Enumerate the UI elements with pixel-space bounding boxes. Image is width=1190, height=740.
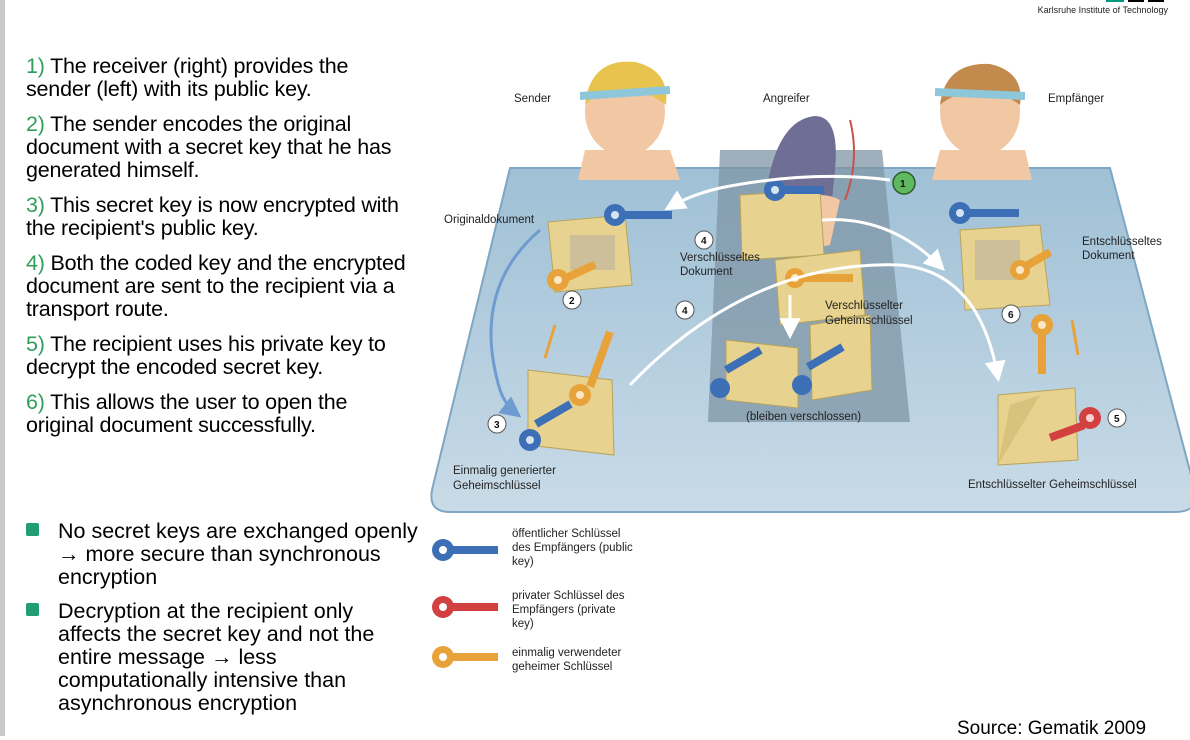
bullet-list: No secret keys are exchanged openly → mo… <box>26 520 418 726</box>
bullet-square-icon <box>26 603 39 616</box>
legend-private-key-line-1: privater Schlüssel des <box>512 590 625 602</box>
encrypt-path-arrow <box>489 228 541 418</box>
private-key-receiver-icon <box>1048 407 1101 442</box>
kit-logo: Karlsruhe Institute of Technology <box>1028 0 1168 18</box>
step-badge-4a-text: 4 <box>701 236 707 247</box>
bullet-square-icon <box>26 523 39 536</box>
step-badge-5: 5 <box>1107 408 1127 428</box>
legend-secret-key-line-1: einmalig verwendeter <box>512 647 621 659</box>
actor-receiver-label: Empfänger <box>1048 93 1104 105</box>
step-text: This secret key is now encrypted with th… <box>26 193 399 240</box>
step-badge-5-text: 5 <box>1114 414 1120 425</box>
kit-logo-mark <box>1106 0 1164 2</box>
legend-secret-key-line-2: geheimer Schlüssel <box>512 661 612 673</box>
source-citation: Source: Gematik 2009 <box>957 718 1147 739</box>
label-encrypted-key-2: Geheimschlüssel <box>825 315 913 327</box>
legend-private-key: privater Schlüssel des Empfängers (priva… <box>432 590 625 630</box>
bullet-text: Decryption at the recipient only affects… <box>58 599 375 715</box>
step-badge-4b-text: 4 <box>682 306 688 317</box>
step-item: 2) The sender encodes the original docum… <box>26 113 416 182</box>
step-badge-2: 2 <box>562 290 582 310</box>
transported-public-key-icons <box>710 343 845 398</box>
label-decrypted-document-1: Entschlüsseltes <box>1082 236 1162 248</box>
decrypted-document-folder <box>959 224 1051 311</box>
label-encrypted-key-1: Verschlüsselter <box>825 300 903 312</box>
actor-attacker-label: Angreifer <box>763 93 810 105</box>
label-remain-locked: (bleiben verschlossen) <box>746 411 861 423</box>
step-badge-4a: 4 <box>694 230 714 250</box>
step-badge-3: 3 <box>487 414 507 434</box>
step-list: 1) The receiver (right) provides the sen… <box>26 55 416 449</box>
step-badge-2-text: 2 <box>569 296 575 307</box>
legend-public-key-line-3: key) <box>512 556 534 568</box>
label-decrypted-secret-key: Entschlüsselter Geheimschlüssel <box>968 479 1137 491</box>
encryption-diagram: Sender Angreifer Empfänger <box>430 61 1190 673</box>
public-key-attacker-icon <box>764 179 824 201</box>
step-text: The receiver (right) provides the sender… <box>26 54 349 101</box>
blue-key-icon <box>432 539 498 561</box>
legend-private-key-line-2: Empfängers (private <box>512 604 616 616</box>
receiver-secret-key-icon <box>1031 314 1053 374</box>
send-key-arrow <box>628 263 1006 387</box>
label-encrypted-document-1: Verschlüsseltes <box>680 252 760 264</box>
label-original-document: Originaldokument <box>444 214 535 226</box>
bullet-item: Decryption at the recipient only affects… <box>26 600 418 715</box>
step-number: 4) <box>26 251 45 275</box>
step-badge-3-text: 3 <box>494 420 500 431</box>
step-badge-1-text: 1 <box>900 179 906 190</box>
decrypted-secret-key-icon <box>1010 248 1053 280</box>
step-text: This allows the user to open the origina… <box>26 390 348 437</box>
label-onetime-key-1: Einmalig generierter <box>453 465 556 477</box>
step-number: 5) <box>26 332 45 356</box>
step-badge-1: 1 <box>892 171 916 195</box>
step-item: 5) The recipient uses his private key to… <box>26 333 416 379</box>
secret-key-original-icon <box>547 260 597 291</box>
step-text: The sender encodes the original document… <box>26 112 392 182</box>
step-number: 2) <box>26 112 45 136</box>
bullet-text: No secret keys are exchanged openly → mo… <box>58 519 418 589</box>
orange-key-icon <box>432 646 498 668</box>
legend-private-key-line-3: key) <box>512 618 534 630</box>
step-text: The recipient uses his private key to de… <box>26 332 386 379</box>
step-item: 4) Both the coded key and the encrypted … <box>26 252 416 321</box>
receiver-locked-folder <box>997 387 1079 466</box>
public-key-receiver-icon <box>949 202 1019 224</box>
legend-public-key: öffentlicher Schlüssel des Empfängers (p… <box>432 528 633 568</box>
secret-key-generated-icon <box>569 330 614 406</box>
step-item: 1) The receiver (right) provides the sen… <box>26 55 416 101</box>
step-item: 6) This allows the user to open the orig… <box>26 391 416 437</box>
actor-sender-label: Sender <box>514 93 551 105</box>
sender-figure <box>578 61 680 180</box>
public-key-sender-icon <box>604 204 672 226</box>
receiver-figure <box>932 63 1032 180</box>
step-number: 1) <box>26 54 45 78</box>
generate-key-arrow <box>543 324 557 359</box>
step-badge-6: 6 <box>1001 304 1021 324</box>
step-number: 6) <box>26 390 45 414</box>
institution-name: Karlsruhe Institute of Technology <box>1037 5 1168 15</box>
legend-public-key-line-1: öffentlicher Schlüssel <box>512 528 620 540</box>
legend-secret-key: einmalig verwendeter geheimer Schlüssel <box>432 646 621 673</box>
label-encrypted-document-2: Dokument <box>680 266 733 278</box>
label-decrypted-document-2: Dokument <box>1082 250 1135 262</box>
sender-encrypted-folder <box>527 369 615 456</box>
label-onetime-key-2: Geheimschlüssel <box>453 480 541 492</box>
send-document-arrow <box>821 218 945 271</box>
step-item: 3) This secret key is now encrypted with… <box>26 194 416 240</box>
key-up-arrow <box>1070 319 1080 356</box>
step-badge-4b: 4 <box>675 300 695 320</box>
public-key-transfer-arrow <box>664 174 891 211</box>
step-badge-6-text: 6 <box>1008 310 1014 321</box>
legend: öffentlicher Schlüssel des Empfängers (p… <box>432 528 633 673</box>
bullet-item: No secret keys are exchanged openly → mo… <box>26 520 418 589</box>
left-edge-bar <box>0 0 5 736</box>
secret-key-encrypted-icon <box>519 400 573 451</box>
red-key-icon <box>432 596 498 618</box>
step-text: Both the coded key and the encrypted doc… <box>26 251 406 321</box>
legend-public-key-line-2: des Empfängers (public <box>512 542 633 554</box>
step-number: 3) <box>26 193 45 217</box>
